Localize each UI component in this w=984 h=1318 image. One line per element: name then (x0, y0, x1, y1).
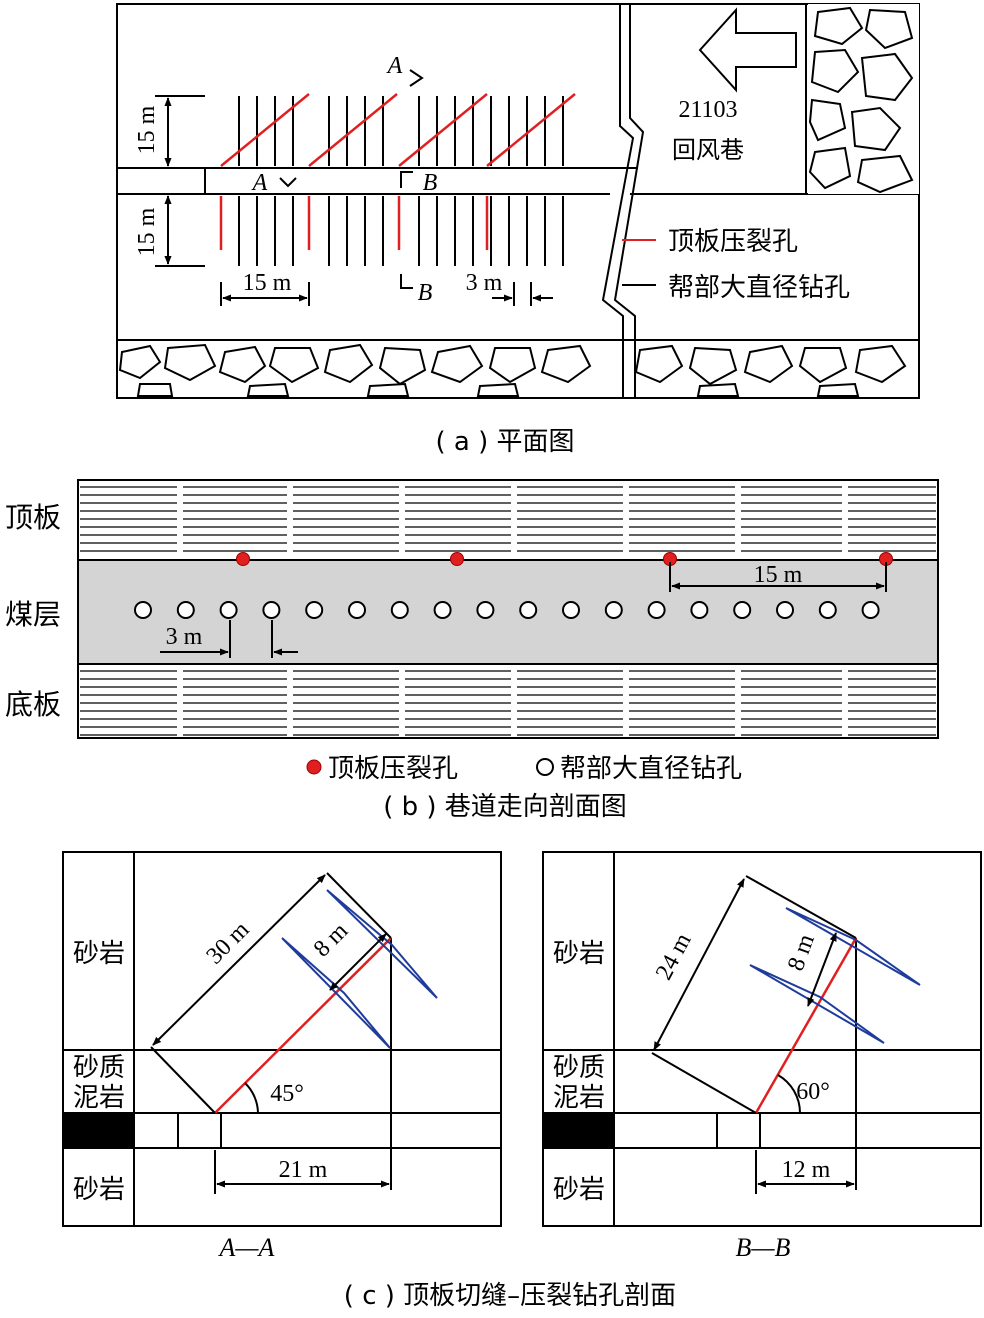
large-borehole-circle (604, 601, 623, 619)
dim-spacing-black-label: 3 m (466, 270, 503, 296)
large-borehole-circle (348, 601, 366, 619)
rock-strata (80, 486, 936, 736)
rock-label-sandstone-bottom: 砂岩 (553, 1175, 605, 1205)
rock-label-sandstone-bottom: 砂岩 (73, 1175, 125, 1205)
dim-length-label: 24 m (651, 929, 697, 984)
roof-fracture-hole-dot (450, 552, 464, 566)
large-borehole-circle (861, 601, 880, 619)
section-a-label-bottom: A (251, 170, 268, 196)
large-borehole-circle (305, 601, 324, 619)
dim-bottom-label: 15 m (134, 207, 160, 256)
rock-label-sandstone-top: 砂岩 (73, 939, 125, 969)
legend-red-label: 顶板压裂孔 (328, 754, 458, 784)
borehole-lines (219, 93, 576, 266)
section-a-label-top: A (386, 53, 403, 79)
rock-rubble-right (808, 4, 919, 194)
dim-length-label: 30 m (202, 916, 255, 969)
angle-label: 45° (270, 1081, 304, 1107)
legend-red-label: 顶板压裂孔 (668, 227, 798, 257)
rock-label-mudstone-2: 泥岩 (553, 1083, 605, 1113)
dim-spacing-label: 8 m (783, 931, 820, 975)
rock-label-mudstone-1: 砂质 (553, 1053, 605, 1083)
dim-horizontal-label: 12 m (782, 1157, 831, 1183)
large-borehole-circle (647, 601, 666, 619)
roof-fracture-hole-line (486, 93, 576, 167)
large-borehole-circle (134, 601, 152, 619)
dimension-vertical (155, 95, 205, 267)
roadway-id: 21103 (678, 97, 737, 123)
panel-a-plan-view: 15 m 15 m 15 m 3 m A A B B 21103 回风巷 顶板压… (116, 3, 920, 457)
roof-fracture-hole-dot (236, 552, 250, 566)
large-borehole-circle (818, 601, 837, 619)
dimension-15m (669, 562, 887, 592)
large-borehole-circle (433, 601, 452, 619)
roof-fracture-hole-line (308, 93, 398, 167)
section-title: B—B (736, 1233, 791, 1262)
large-borehole-circle (519, 601, 538, 619)
label-coal-seam: 煤层 (5, 598, 61, 631)
panel-b-caption: ( b ) 巷道走向剖面图 (383, 792, 627, 822)
large-borehole-circle (690, 601, 709, 619)
dimension-3m (160, 620, 298, 658)
borehole-markers (134, 552, 893, 619)
large-borehole-circle (262, 601, 281, 619)
section-title: A—A (218, 1233, 275, 1262)
dim-spacing-red-label: 15 m (243, 270, 292, 296)
panel-c-caption: ( c ) 顶板切缝–压裂钻孔剖面 (344, 1281, 676, 1311)
dim-horizontal-label: 21 m (279, 1157, 328, 1183)
airflow-arrow-icon (698, 7, 797, 93)
angle-label: 60° (796, 1079, 830, 1105)
large-borehole-circle (476, 601, 495, 619)
section-b-label-bottom: B (418, 280, 433, 306)
roof-fracture-hole-line (398, 93, 488, 167)
dim-spacing-label: 8 m (309, 918, 354, 963)
rock-label-mudstone-1: 砂质 (73, 1053, 125, 1083)
dim-top-label: 15 m (134, 105, 160, 154)
label-roof: 顶板 (5, 501, 61, 534)
panel-a-caption: ( a ) 平面图 (435, 427, 574, 457)
large-borehole-circle (776, 601, 794, 619)
panel-c-right-section: 24 m 8 m 60° 12 m 砂岩 砂质 泥岩 砂岩 B—B (542, 851, 982, 1262)
large-borehole-circle (733, 601, 752, 619)
panel-c-left-section: 30 m 8 m 45° 21 m 砂岩 砂质 泥岩 砂岩 A—A (62, 851, 502, 1262)
large-borehole-circle (562, 601, 580, 619)
dim-spacing-black-label: 3 m (166, 624, 203, 650)
panel-b-section: 15 m 3 m 顶板 煤层 底板 顶板压裂孔 帮部大直径钻孔 ( b ) 巷道… (5, 479, 939, 822)
large-borehole-circle (219, 601, 238, 619)
dimension-horizontal (220, 282, 553, 306)
rock-label-sandstone-top: 砂岩 (553, 939, 605, 969)
large-borehole-circle (176, 601, 195, 619)
roof-fracture-hole-line (220, 93, 310, 167)
section-b-label-top: B (423, 170, 438, 196)
dim-spacing-red-label: 15 m (754, 562, 803, 588)
rock-rubble-bottom (118, 343, 907, 397)
legend-black-label: 帮部大直径钻孔 (560, 754, 742, 784)
label-floor: 底板 (5, 688, 61, 721)
rock-label-mudstone-2: 泥岩 (73, 1083, 125, 1113)
large-borehole-circle (390, 601, 409, 619)
roadway-name: 回风巷 (672, 136, 744, 164)
legend-black-label: 帮部大直径钻孔 (668, 273, 850, 303)
